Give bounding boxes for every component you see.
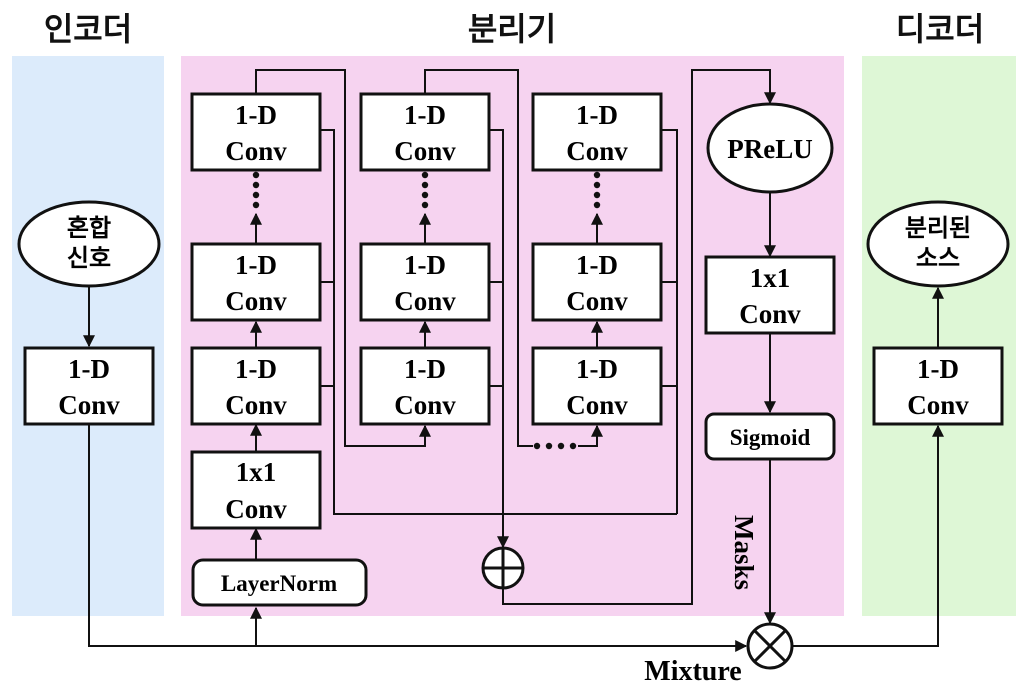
sigmoid-box: Sigmoid xyxy=(704,412,836,461)
vertical-ellipsis-col3 xyxy=(593,171,601,209)
separated-source-line2: 소스 xyxy=(916,245,960,272)
encoder-conv-box: 1-D Conv xyxy=(23,346,155,426)
separated-source-line1: 분리된 xyxy=(905,215,971,242)
conn-col1-to-col2 xyxy=(255,69,431,447)
conv-block-line1: 1-D xyxy=(576,250,618,280)
conv-block-line2: Conv xyxy=(394,136,456,166)
output-conv-line2: Conv xyxy=(739,299,801,329)
sigmoid-label: Sigmoid xyxy=(730,425,811,450)
conv-block-col2-row3: 1-D Conv xyxy=(359,92,491,172)
conn-ellipsis-to-col3 xyxy=(578,424,603,447)
multiply-node xyxy=(746,622,794,670)
decoder-conv-line2: Conv xyxy=(907,390,969,420)
conv-block-line1: 1-D xyxy=(404,100,446,130)
conv-block-line1: 1-D xyxy=(576,100,618,130)
conv-block-col1-row2: 1-D Conv xyxy=(190,242,322,322)
conv-block-line2: Conv xyxy=(225,286,287,316)
prelu-label: PReLU xyxy=(727,134,812,164)
bottleneck-conv-line2: Conv xyxy=(225,494,287,524)
conv-block-line2: Conv xyxy=(225,390,287,420)
conv-block-col3-row2: 1-D Conv xyxy=(531,242,663,322)
masks-label: Masks xyxy=(729,515,759,590)
separator-title: 분리기 xyxy=(468,11,556,47)
mixture-input-ellipse: 혼합 신호 xyxy=(17,200,161,288)
vertical-ellipsis-col2 xyxy=(421,171,429,209)
sum-to-prelu xyxy=(502,69,776,605)
decoder-conv-line1: 1-D xyxy=(917,354,959,384)
layernorm-label: LayerNorm xyxy=(221,571,337,596)
conv-block-line2: Conv xyxy=(566,390,628,420)
encoder-conv-line1: 1-D xyxy=(68,354,110,384)
conv-block-line2: Conv xyxy=(566,286,628,316)
output-conv-box: 1x1 Conv xyxy=(704,255,836,335)
mixture-input-line1: 혼합 xyxy=(67,215,111,242)
conv-block-col2-row2: 1-D Conv xyxy=(359,242,491,322)
skip-col2-to-sum xyxy=(489,129,509,549)
conv-block-line1: 1-D xyxy=(235,354,277,384)
conv-block-line1: 1-D xyxy=(235,100,277,130)
bottleneck-conv-line1: 1x1 xyxy=(236,457,277,487)
mixture-line-left xyxy=(88,424,748,652)
sum-node xyxy=(481,546,525,590)
conv-block-col3-row3: 1-D Conv xyxy=(531,92,663,172)
conn-col2-to-col3 xyxy=(424,69,533,447)
conv-block-col1-row1: 1-D Conv xyxy=(190,346,322,426)
conv-block-line2: Conv xyxy=(394,390,456,420)
conv-block-line1: 1-D xyxy=(404,354,446,384)
conv-block-col3-row1: 1-D Conv xyxy=(531,346,663,426)
multiply-to-decoder xyxy=(792,424,944,647)
conv-block-col1-row3: 1-D Conv xyxy=(190,92,322,172)
decoder-conv-box: 1-D Conv xyxy=(872,346,1004,426)
skip-col1 xyxy=(320,129,677,515)
separated-source-ellipse: 분리된 소스 xyxy=(866,200,1010,288)
conv-block-col2-row1: 1-D Conv xyxy=(359,346,491,426)
bottleneck-conv-box: 1x1 Conv xyxy=(190,450,322,530)
conv-block-line1: 1-D xyxy=(404,250,446,280)
conv-block-line1: 1-D xyxy=(576,354,618,384)
prelu-ellipse: PReLU xyxy=(706,102,834,194)
conv-block-line1: 1-D xyxy=(235,250,277,280)
mixture-label: Mixture xyxy=(644,656,741,687)
conv-block-line2: Conv xyxy=(225,136,287,166)
output-conv-line1: 1x1 xyxy=(750,263,791,293)
conv-block-line2: Conv xyxy=(566,136,628,166)
vertical-ellipsis-col1 xyxy=(252,171,260,209)
horizontal-ellipsis xyxy=(533,442,577,450)
encoder-conv-line2: Conv xyxy=(58,390,120,420)
decoder-title: 디코더 xyxy=(896,11,984,47)
layernorm-box: LayerNorm xyxy=(191,558,368,607)
mixture-input-line2: 신호 xyxy=(67,245,111,272)
conv-block-line2: Conv xyxy=(394,286,456,316)
encoder-title: 인코더 xyxy=(44,11,132,47)
